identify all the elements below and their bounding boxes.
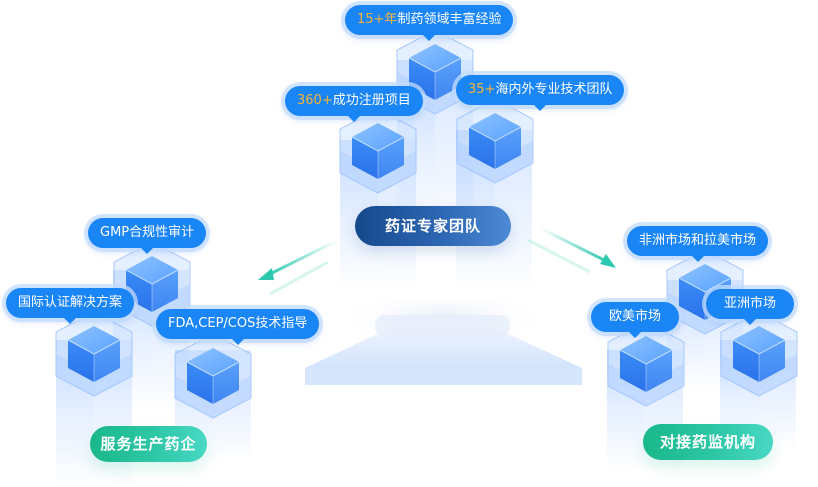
cube-icon-right-a [606,320,686,410]
stat-text: 制药领域丰富经验 [397,12,502,27]
arrow-left [258,238,339,296]
stat-highlight: 35+ [468,82,496,97]
stat-highlight: 15+年 [357,12,398,27]
service-badge-intl-cert: 国际认证解决方案 [6,288,135,324]
service-badge-fda: FDA,CEP/COS技术指导 [156,309,320,345]
service-text: FDA,CEP/COS技术指导 [168,316,308,331]
stat-badge-team: 35+海内外专业技术团队 [456,75,625,111]
cube-icon-left-b [173,332,253,422]
left-group-label: 服务生产药企 [90,426,207,462]
cube-icon-center-right [455,97,535,187]
service-text: 国际认证解决方案 [18,295,123,310]
arrow-right [527,226,616,274]
stat-highlight: 360+ [297,93,333,108]
center-team-label: 药证专家团队 [355,206,511,246]
market-badge-asia: 亚洲市场 [706,289,795,325]
market-badge-eu-us: 欧美市场 [591,302,680,338]
service-badge-gmp: GMP合规性审计 [88,218,207,254]
stat-text: 成功注册项目 [332,93,411,108]
stat-badge-experience: 15+年制药领域丰富经验 [345,5,514,41]
market-text: 非洲市场和拉美市场 [639,233,757,248]
market-badge-africa-latam: 非洲市场和拉美市场 [627,226,769,262]
market-text: 亚洲市场 [724,296,777,311]
market-text: 欧美市场 [609,309,662,324]
cube-icon-right-b [719,310,799,400]
platform-base [305,300,582,385]
right-group-label: 对接药监机构 [643,424,773,460]
service-text: GMP合规性审计 [100,225,195,240]
stat-badge-projects: 360+成功注册项目 [285,86,423,122]
stat-text: 海内外专业技术团队 [495,82,613,97]
